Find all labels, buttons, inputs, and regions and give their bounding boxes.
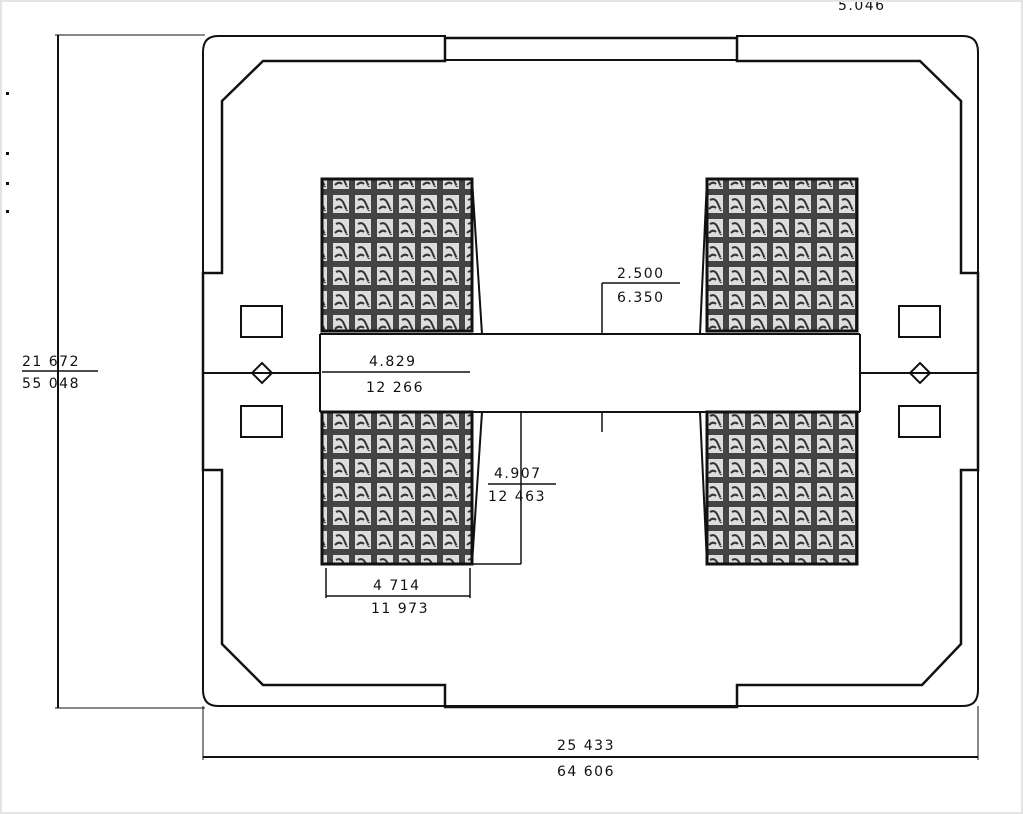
channel-bottom-value: 12 266 [366,380,424,396]
package-outer-outline [202,35,979,707]
contact-array-top-right [705,177,859,333]
left-edge-marks [6,92,9,213]
gap-top-value: 2.500 [617,266,665,282]
contact-array-top-left [320,177,474,333]
array-height-dimension: 4.907 12 463 [472,412,556,565]
right-lower-pad [898,405,941,438]
right-diamond-marker [908,361,932,385]
gap-dimension: 2.500 6.350 [601,266,680,432]
channel-top-value: 4.829 [369,354,417,370]
left-upper-pad [240,305,283,338]
array-width-bottom-value: 11 973 [371,601,429,617]
channel-dimension: 4.829 12 266 [322,354,470,396]
array-width-top-value: 4 714 [373,578,421,594]
right-upper-pad [898,305,941,338]
left-lower-pad [240,405,283,438]
overall-height-top-value: 21 672 [22,354,80,370]
overall-width-top-value: 25 433 [557,738,615,754]
array-inner-edges [471,178,708,565]
gap-bottom-value: 6.350 [617,290,665,306]
contact-array-bottom-right [705,410,859,566]
array-height-bottom-value: 12 463 [488,489,546,505]
package-inner-outline [201,36,980,709]
overall-height-bottom-value: 55 048 [22,376,80,392]
overall-width-dimension: 25 433 64 606 [202,706,979,780]
contact-array-bottom-left [320,410,474,566]
overall-width-bottom-value: 64 606 [557,764,615,780]
array-height-top-value: 4.907 [494,466,542,482]
left-diamond-marker [250,361,274,385]
overall-height-dimension: 21 672 55 048 [22,34,205,709]
top-partial-dimension: 5.046 [838,0,886,14]
array-width-dimension: 4 714 11 973 [325,568,471,617]
